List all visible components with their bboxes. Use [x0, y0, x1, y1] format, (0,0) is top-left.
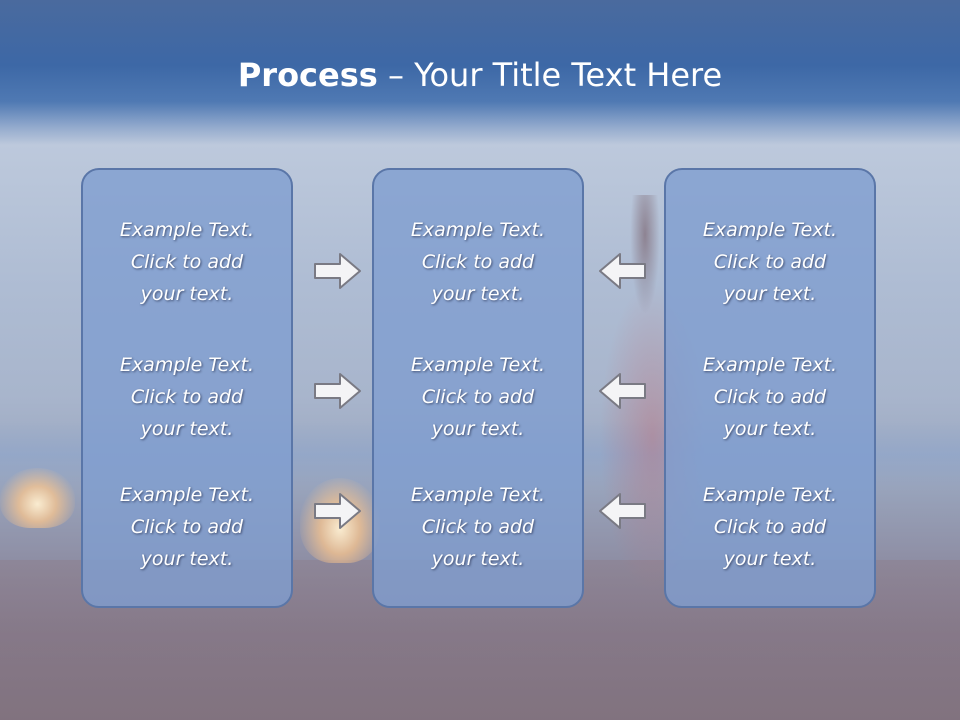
arrow-right-icon — [313, 491, 363, 531]
item-line: Click to add — [713, 386, 827, 408]
item-line: Example Text. — [702, 219, 838, 241]
item-line: Click to add — [130, 516, 244, 538]
text-item[interactable]: Example Text. Click to add your text. — [374, 349, 582, 445]
title-band — [0, 0, 960, 145]
text-item[interactable]: Example Text. Click to add your text. — [374, 479, 582, 575]
item-line: Example Text. — [702, 484, 838, 506]
text-item[interactable]: Example Text. Click to add your text. — [83, 214, 291, 310]
process-box-left[interactable]: Example Text. Click to add your text. Ex… — [81, 168, 293, 608]
item-line: Example Text. — [702, 354, 838, 376]
text-item[interactable]: Example Text. Click to add your text. — [83, 479, 291, 575]
fire-torch-left — [0, 468, 75, 528]
item-line: Example Text. — [119, 219, 255, 241]
item-line: your text. — [723, 283, 817, 305]
arrow-left-icon — [597, 371, 647, 411]
arrow-left-icon — [597, 251, 647, 291]
item-line: your text. — [140, 548, 234, 570]
item-line: your text. — [431, 548, 525, 570]
item-line: your text. — [431, 418, 525, 440]
item-line: Example Text. — [410, 484, 546, 506]
arrow-right-icon — [313, 251, 363, 291]
item-line: Click to add — [713, 251, 827, 273]
item-line: Example Text. — [119, 354, 255, 376]
item-line: Example Text. — [119, 484, 255, 506]
text-item[interactable]: Example Text. Click to add your text. — [666, 479, 874, 575]
text-item[interactable]: Example Text. Click to add your text. — [83, 349, 291, 445]
item-line: Click to add — [421, 386, 535, 408]
process-box-right[interactable]: Example Text. Click to add your text. Ex… — [664, 168, 876, 608]
item-line: Click to add — [421, 251, 535, 273]
title-bold: Process — [237, 56, 378, 94]
item-line: Click to add — [421, 516, 535, 538]
text-item[interactable]: Example Text. Click to add your text. — [374, 214, 582, 310]
item-line: your text. — [140, 418, 234, 440]
item-line: your text. — [140, 283, 234, 305]
text-item[interactable]: Example Text. Click to add your text. — [666, 349, 874, 445]
item-line: Click to add — [130, 386, 244, 408]
item-line: Click to add — [713, 516, 827, 538]
item-line: Example Text. — [410, 354, 546, 376]
item-line: your text. — [723, 548, 817, 570]
item-line: Example Text. — [410, 219, 546, 241]
title-rest: – Your Title Text Here — [377, 56, 723, 94]
text-item[interactable]: Example Text. Click to add your text. — [666, 214, 874, 310]
arrow-right-icon — [313, 371, 363, 411]
item-line: Click to add — [130, 251, 244, 273]
item-line: your text. — [723, 418, 817, 440]
slide-title[interactable]: Process – Your Title Text Here — [0, 52, 960, 98]
arrow-left-icon — [597, 491, 647, 531]
process-box-center[interactable]: Example Text. Click to add your text. Ex… — [372, 168, 584, 608]
item-line: your text. — [431, 283, 525, 305]
